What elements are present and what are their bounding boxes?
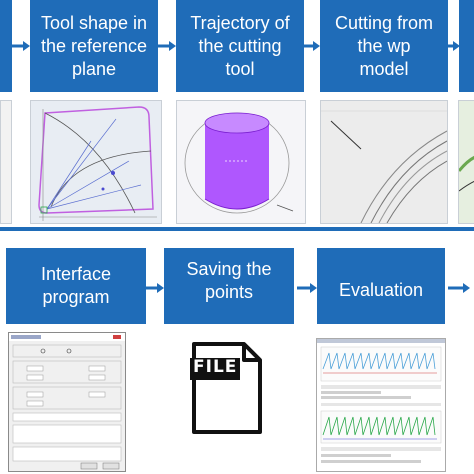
file-icon-label: FILE: [193, 357, 238, 377]
step-label: Evaluation: [338, 280, 424, 300]
tool-shape-image: [30, 100, 162, 224]
file-icon: FILE: [190, 340, 264, 436]
step-box-saving-points: Saving the points: [164, 248, 294, 324]
step-label: Interface program: [40, 264, 112, 307]
arrow-right-icon: [448, 283, 470, 293]
arrow-right-icon: [158, 41, 176, 51]
arrow-right-icon: [304, 41, 320, 51]
row-separator: [0, 227, 474, 231]
interface-program-screenshot: [8, 332, 126, 472]
step-label: Tool shape in the reference plane: [40, 12, 148, 79]
step-box-tool-shape: Tool shape in the reference plane: [30, 0, 158, 92]
arrow-right-icon: [12, 41, 30, 51]
step-box-trajectory: Trajectory of the cutting tool: [176, 0, 304, 92]
arrow-right-icon: [297, 283, 317, 293]
cropped-step-box-right: [459, 0, 474, 92]
cutting-image: [320, 100, 448, 224]
trajectory-image: [176, 100, 306, 224]
arrow-right-icon: [146, 283, 164, 293]
step-label: Cutting from the wp model: [334, 12, 434, 79]
step-label: Trajectory of the cutting tool: [190, 12, 290, 79]
step-box-cutting: Cutting from the wp model: [320, 0, 448, 92]
cropped-step-image-right: [458, 100, 474, 224]
arrow-right-icon: [448, 41, 460, 51]
step-box-interface-program: Interface program: [6, 248, 146, 324]
step-label: Saving the points: [186, 259, 272, 302]
cropped-step-image-left: [0, 100, 12, 224]
step-box-evaluation: Evaluation: [317, 248, 445, 324]
evaluation-screenshot: [316, 338, 446, 472]
cropped-step-box-left: [0, 0, 12, 92]
